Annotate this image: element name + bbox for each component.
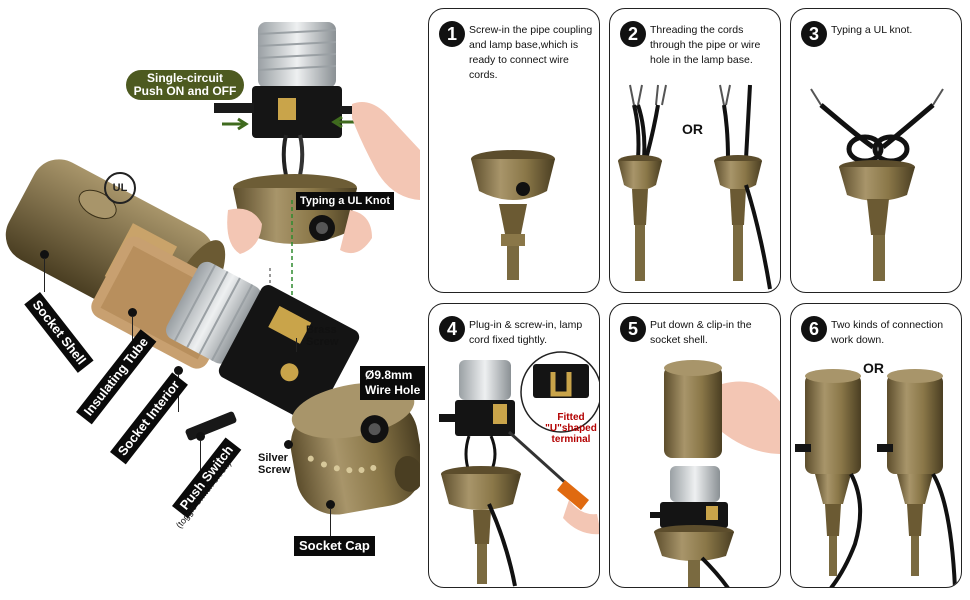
- single-circuit-badge: Single-circuit Push ON and OFF: [126, 70, 244, 100]
- or-label-step-6: OR: [863, 360, 884, 376]
- pill-line-1: Single-circuit: [146, 71, 223, 85]
- clip-in-illustration: [650, 360, 780, 587]
- brass-screw-leader: [296, 338, 297, 352]
- step-text-6: Two kinds of connection work down.: [831, 319, 944, 346]
- threading-illustration: [618, 84, 772, 290]
- plug-in-illustration: [439, 351, 599, 587]
- step-number-4: 4: [439, 316, 465, 342]
- step-text-2: Threading the cords through the pipe or …: [650, 24, 761, 66]
- or-label-step-2: OR: [682, 121, 703, 137]
- brass-screw-line-2: Screw: [306, 336, 339, 348]
- silver-screw-label: Silver Screw: [258, 452, 290, 476]
- exploded-diagram: UL Single-circuit Push ON and OFF Typing…: [0, 0, 426, 600]
- silver-screw-line-2: Screw: [258, 464, 291, 476]
- step-panel-6: 6 Two kinds of connection work down. OR: [790, 303, 962, 588]
- fitted-note-line-2: "U"shaped: [545, 423, 597, 434]
- step-number-5: 5: [620, 316, 646, 342]
- finished-sockets-illustration: [795, 369, 957, 587]
- step-panel-2: 2 Threading the cords through the pipe o…: [609, 8, 781, 293]
- pill-line-2: Push ON and OFF: [133, 84, 237, 98]
- step-number-1: 1: [439, 21, 465, 47]
- push-switch-leader: [200, 440, 201, 490]
- step-panel-5: 5 Put down & clip-in the socket shell.: [609, 303, 781, 588]
- fitted-note-line-3: terminal: [551, 434, 591, 445]
- ul-certification-mark: UL: [104, 172, 136, 204]
- step-panel-1: 1 Screw-in the pipe coupling and lamp ba…: [428, 8, 600, 293]
- wire-hole-line-1: Ø9.8mm: [365, 368, 413, 382]
- step-number-6: 6: [801, 316, 827, 342]
- socket-cap-label: Socket Cap: [294, 536, 375, 556]
- silver-screw-line-1: Silver: [258, 452, 288, 464]
- socket-cap-dot: [326, 500, 335, 509]
- wire-hole-label: Ø9.8mm Wire Hole: [360, 366, 426, 400]
- lamp-base-illustration: [471, 150, 555, 280]
- ul-knot-label: Typing a UL Knot: [296, 192, 395, 210]
- brass-screw-line-1: Brass: [306, 324, 337, 336]
- step-number-2: 2: [620, 21, 646, 47]
- socket-shell-dot: [40, 250, 49, 259]
- push-switch-dot: [196, 432, 205, 441]
- step-text-3: Typing a UL knot.: [831, 24, 913, 36]
- ul-knot-illustration: [810, 88, 944, 281]
- step-panel-4: 4 Plug-in & screw-in, lamp cord fixed ti…: [428, 303, 600, 588]
- brass-screw-label: Brass Screw: [306, 324, 338, 348]
- socket-cap-leader: [330, 508, 331, 536]
- step-text-1: Screw-in the pipe coupling and lamp base…: [469, 24, 593, 81]
- fitted-note-line-1: Fitted: [557, 412, 585, 423]
- socket-interior-dot: [174, 366, 183, 375]
- step-panel-3: 3 Typing a UL knot.: [790, 8, 962, 293]
- socket-shell-leader: [44, 258, 45, 292]
- fitted-terminal-note: Fitted "U"shaped terminal: [541, 412, 599, 445]
- silver-screw-dot: [284, 440, 293, 449]
- wire-hole-line-2: Wire Hole: [365, 383, 421, 397]
- step-text-5: Put down & clip-in the socket shell.: [650, 319, 752, 346]
- step-text-4: Plug-in & screw-in, lamp cord fixed tigh…: [469, 319, 583, 346]
- insulating-tube-dot: [128, 308, 137, 317]
- step-number-3: 3: [801, 21, 827, 47]
- socket-illustration: [5, 22, 420, 515]
